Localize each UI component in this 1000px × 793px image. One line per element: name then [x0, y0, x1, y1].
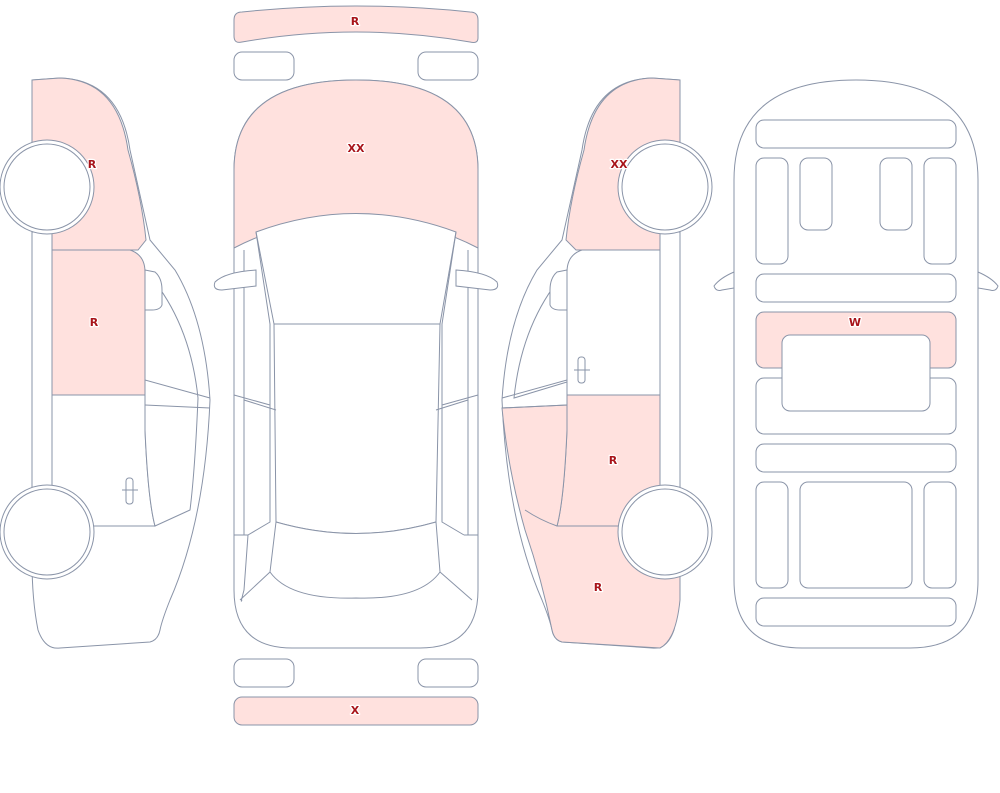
cargo-floor-mark: W	[849, 316, 861, 329]
interior-right-mirror[interactable]	[977, 271, 999, 291]
right-mirror-top[interactable]	[455, 269, 499, 291]
interior-left-mirror[interactable]	[713, 271, 735, 291]
top-left-pillars	[233, 231, 271, 602]
left-side-view: R R	[0, 77, 211, 649]
right-rear-quarter-panel[interactable]	[501, 404, 681, 649]
left-mirror[interactable]	[144, 269, 163, 311]
left-front-seat-side[interactable]	[755, 157, 789, 265]
left-front-door-mark: R	[90, 316, 99, 329]
left-front-tire-inner	[3, 143, 91, 231]
right-side-view: XX R R	[501, 77, 713, 649]
top-view: R XX X	[213, 5, 499, 726]
right-rear-tire-inner	[621, 488, 709, 576]
right-mirror[interactable]	[549, 269, 568, 311]
right-headlight[interactable]	[417, 51, 479, 81]
interior-view: W	[713, 79, 999, 649]
left-window-line	[144, 379, 211, 409]
left-door-handle[interactable]	[125, 477, 134, 505]
hood-mark: XX	[348, 142, 365, 155]
right-rear-door-mark: R	[609, 454, 618, 467]
rear-bumper-mark: X	[351, 704, 360, 717]
rear-seat-back[interactable]	[755, 443, 957, 473]
right-rear-quarter-mark: R	[594, 581, 603, 594]
windshield[interactable]	[255, 213, 457, 325]
left-rear-tire-inner	[3, 488, 91, 576]
right-front-tire-inner	[621, 143, 709, 231]
sunroof-panel[interactable]	[781, 334, 931, 412]
rear-trunk-lid[interactable]	[755, 597, 957, 627]
right-rear-trim[interactable]	[923, 481, 957, 589]
trunk-floor[interactable]	[799, 481, 913, 589]
front-bumper-mark: R	[351, 15, 360, 28]
left-taillight[interactable]	[233, 658, 295, 688]
right-front-seat-side[interactable]	[923, 157, 957, 265]
right-taillight[interactable]	[417, 658, 479, 688]
left-rear-quarter-panel[interactable]	[144, 268, 199, 527]
top-side-lines	[243, 250, 469, 535]
left-mirror-top[interactable]	[213, 269, 257, 291]
top-right-pillars	[439, 231, 479, 601]
front-bumper-panel[interactable]	[233, 5, 479, 43]
left-rear-trim[interactable]	[755, 481, 789, 589]
left-front-door-panel[interactable]	[51, 249, 146, 396]
roof-panel[interactable]	[273, 323, 441, 534]
dashboard[interactable]	[755, 119, 957, 149]
right-front-seat[interactable]	[879, 157, 913, 231]
right-front-fender-mark: XX	[611, 158, 628, 171]
rear-window[interactable]	[269, 521, 441, 599]
left-front-seat[interactable]	[799, 157, 833, 231]
left-front-fender-mark: R	[88, 158, 97, 171]
right-window-line	[501, 379, 568, 527]
rear-bumper-panel[interactable]	[233, 696, 479, 726]
center-console[interactable]	[755, 273, 957, 303]
left-headlight[interactable]	[233, 51, 295, 81]
